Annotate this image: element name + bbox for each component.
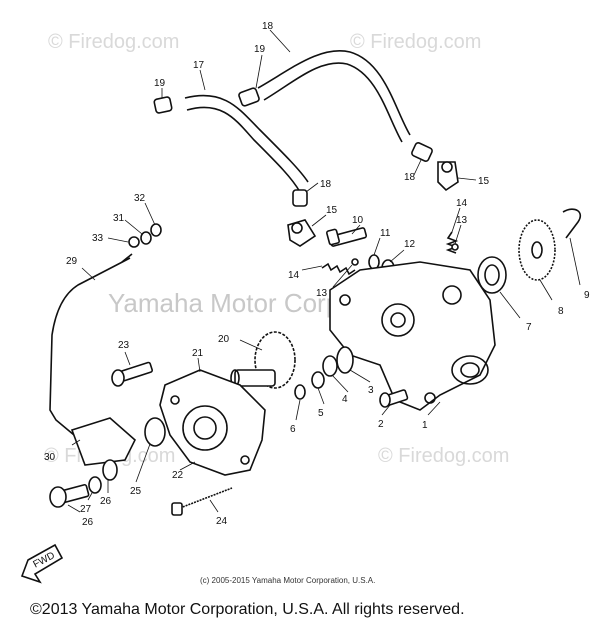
part-label-18-right: 18	[404, 172, 416, 183]
gear-20	[230, 331, 296, 389]
copyright-small: (c) 2005-2015 Yamaha Motor Corporation, …	[200, 576, 375, 585]
part-label-32: 32	[134, 193, 146, 204]
part-label-20: 20	[218, 334, 230, 345]
seal-25	[144, 417, 166, 447]
screw-23	[111, 361, 153, 387]
spring-14-right	[445, 231, 459, 254]
part-label-3: 3	[368, 385, 374, 396]
hose-fitting-15-left	[287, 219, 317, 247]
part-label-21: 21	[192, 348, 204, 359]
part-label-15-left: 15	[326, 205, 338, 216]
washer-4	[322, 355, 338, 377]
part-label-5: 5	[318, 408, 324, 419]
bolt-10	[326, 227, 368, 247]
part-label-24: 24	[216, 516, 228, 527]
washer-33	[128, 236, 140, 248]
screw-24	[171, 487, 233, 516]
clamp-18-right	[411, 142, 433, 162]
copyright-main: ©2013 Yamaha Motor Corporation, U.S.A. A…	[30, 601, 465, 618]
ball-13-left	[351, 258, 359, 266]
fwd-arrow-icon: FWD	[20, 543, 64, 584]
part-label-2: 2	[378, 419, 384, 430]
spring-14-left	[321, 262, 356, 276]
gasket-3	[336, 346, 354, 374]
hose-fitting-15-right	[437, 161, 459, 192]
part-label-18-top: 18	[262, 21, 274, 32]
part-label-1: 1	[422, 420, 428, 431]
part-label-23: 23	[118, 340, 130, 351]
part-label-12: 12	[404, 239, 416, 250]
part-label-19-left: 19	[154, 78, 166, 89]
washer-5	[311, 371, 325, 389]
part-label-7: 7	[526, 322, 532, 333]
washer-31	[140, 231, 152, 245]
part-label-25: 25	[130, 486, 142, 497]
hose-18	[257, 50, 411, 143]
pin-9	[562, 208, 582, 239]
oil-pump-body	[329, 261, 496, 411]
clamp-19-left	[153, 96, 173, 114]
leader-lines	[67, 29, 581, 513]
part-label-14-left: 14	[288, 270, 300, 281]
part-label-18-middle: 18	[320, 179, 332, 190]
watermark-firedog-bottom-right: © Firedog.com	[378, 445, 509, 467]
part-label-13-left: 13	[316, 288, 328, 299]
watermark-firedog-top-left: © Firedog.com	[48, 31, 179, 53]
bearing-7	[477, 256, 507, 294]
part-label-17: 17	[193, 60, 205, 71]
washer-26-top	[102, 459, 118, 481]
part-label-15-right: 15	[478, 176, 490, 187]
screw-26	[49, 483, 90, 508]
clamp-19-right	[238, 87, 260, 107]
part-label-33: 33	[92, 233, 104, 244]
cable-29	[49, 253, 133, 441]
part-label-10: 10	[352, 215, 364, 226]
part-label-22: 22	[172, 470, 184, 481]
screw-2	[379, 389, 409, 408]
part-label-8: 8	[558, 306, 564, 317]
nut-32	[150, 223, 162, 237]
part-label-19-right: 19	[254, 44, 266, 55]
gear-8	[518, 219, 556, 281]
washer-6	[294, 384, 306, 400]
hose-17	[184, 94, 309, 193]
part-label-26-left: 26	[82, 517, 94, 528]
part-label-9: 9	[584, 290, 590, 301]
part-label-11: 11	[380, 228, 391, 239]
washer-27	[88, 476, 102, 494]
part-label-6: 6	[290, 424, 296, 435]
part-label-27: 27	[80, 504, 92, 515]
part-label-30: 30	[44, 452, 56, 463]
part-label-14-right: 14	[456, 198, 468, 209]
watermark-firedog-top-right: © Firedog.com	[350, 31, 481, 53]
ball-13-right	[451, 243, 459, 251]
part-label-13-right: 13	[456, 215, 468, 226]
part-label-31: 31	[113, 213, 125, 224]
part-label-26-right: 26	[100, 496, 112, 507]
part-label-29: 29	[66, 256, 78, 267]
plate-30	[70, 417, 136, 466]
clamp-18-middle	[292, 189, 308, 207]
pump-cover-21	[159, 369, 266, 476]
part-label-4: 4	[342, 394, 348, 405]
